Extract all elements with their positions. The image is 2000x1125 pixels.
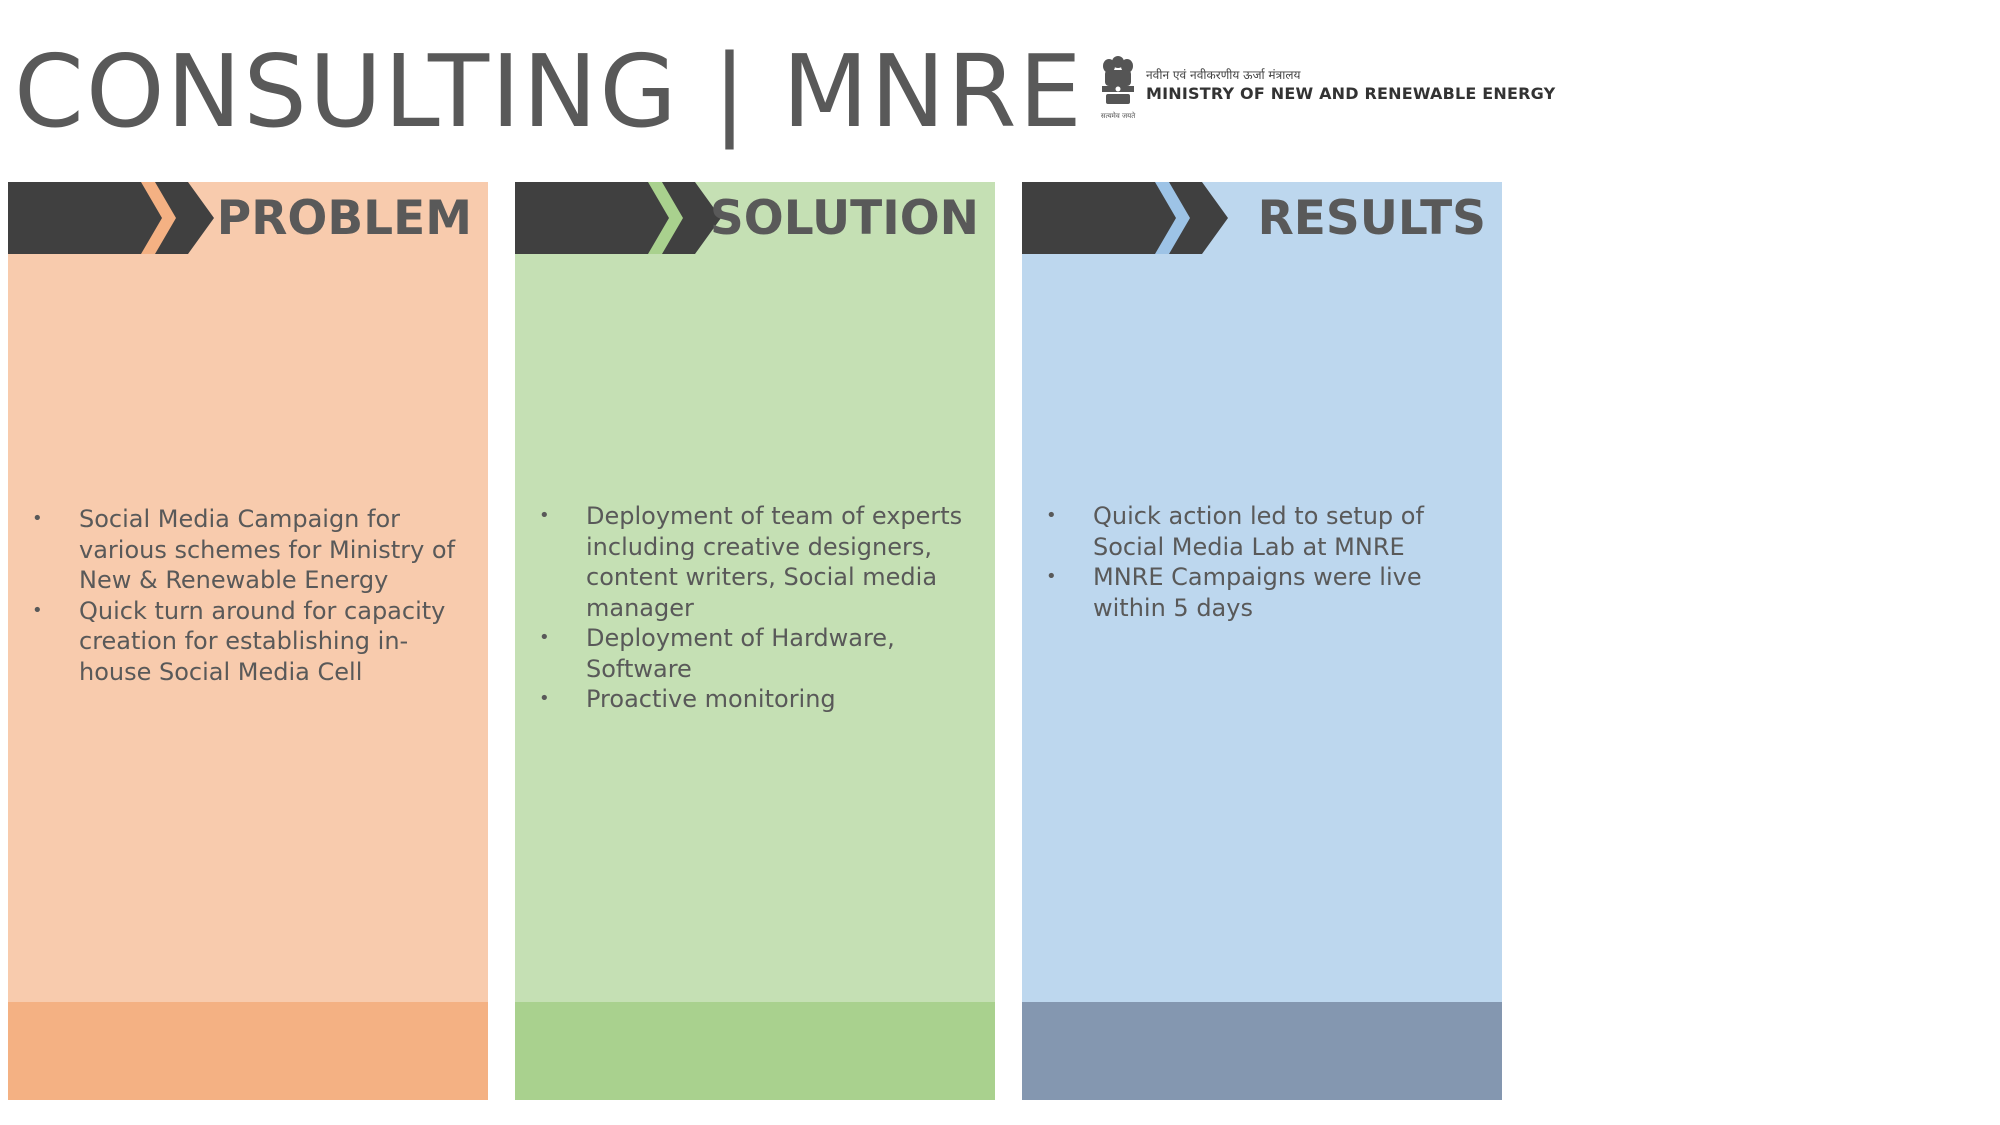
bullet-dot-icon: • <box>539 688 550 709</box>
list-item: •Deployment of Hardware, Software <box>539 624 895 683</box>
national-emblem-icon <box>1102 56 1134 104</box>
solution-panel: SOLUTION •Deployment of team of experts … <box>515 182 995 1100</box>
results-bullet-list: •Quick action led to setup of Social Med… <box>1022 501 1502 623</box>
solution-panel-footer <box>515 1002 995 1100</box>
ministry-name-hindi: नवीन एवं नवीकरणीय ऊर्जा मंत्रालय <box>1146 68 1301 82</box>
bullet-dot-icon: • <box>539 505 550 526</box>
list-item: •MNRE Campaigns were live within 5 days <box>1046 563 1422 622</box>
solution-heading: SOLUTION <box>709 191 979 246</box>
results-heading: RESULTS <box>1257 191 1486 246</box>
ministry-name-english: MINISTRY OF NEW AND RENEWABLE ENERGY <box>1146 84 1556 103</box>
bullet-dot-icon: • <box>1046 566 1057 587</box>
problem-bullet-list: •Social Media Campaign for various schem… <box>8 504 488 687</box>
bullet-dot-icon: • <box>1046 505 1057 526</box>
problem-chevron-arrows-icon <box>8 182 214 254</box>
problem-heading: PROBLEM <box>216 191 472 246</box>
solution-panel-body <box>515 182 995 1002</box>
bullet-dot-icon: • <box>32 599 43 621</box>
bullet-dot-icon: • <box>539 627 550 648</box>
problem-panel: PROBLEM •Social Media Campaign for vario… <box>8 182 488 1100</box>
solution-chevron-arrows-icon <box>515 182 721 254</box>
problem-panel-footer <box>8 1002 488 1100</box>
ministry-logo: सत्यमेव जयते नवीन एवं नवीकरणीय ऊर्जा मंत… <box>1096 50 1555 124</box>
page-title: CONSULTING | MNRE <box>14 33 1084 150</box>
list-item: •Social Media Campaign for various schem… <box>32 505 456 594</box>
list-item: •Quick action led to setup of Social Med… <box>1046 502 1424 561</box>
list-item: •Proactive monitoring <box>539 685 836 713</box>
problem-panel-body <box>8 182 488 1002</box>
list-item: •Quick turn around for capacity creation… <box>32 596 446 686</box>
list-item: •Deployment of team of experts including… <box>539 502 963 622</box>
emblem-motto: सत्यमेव जयते <box>1100 112 1136 120</box>
results-panel-footer <box>1022 1002 1502 1100</box>
results-panel-body <box>1022 182 1502 1002</box>
solution-bullet-list: •Deployment of team of experts including… <box>515 501 995 715</box>
bullet-dot-icon: • <box>32 508 43 529</box>
results-panel: RESULTS •Quick action led to setup of So… <box>1022 182 1502 1100</box>
results-chevron-arrows-icon <box>1022 182 1228 254</box>
